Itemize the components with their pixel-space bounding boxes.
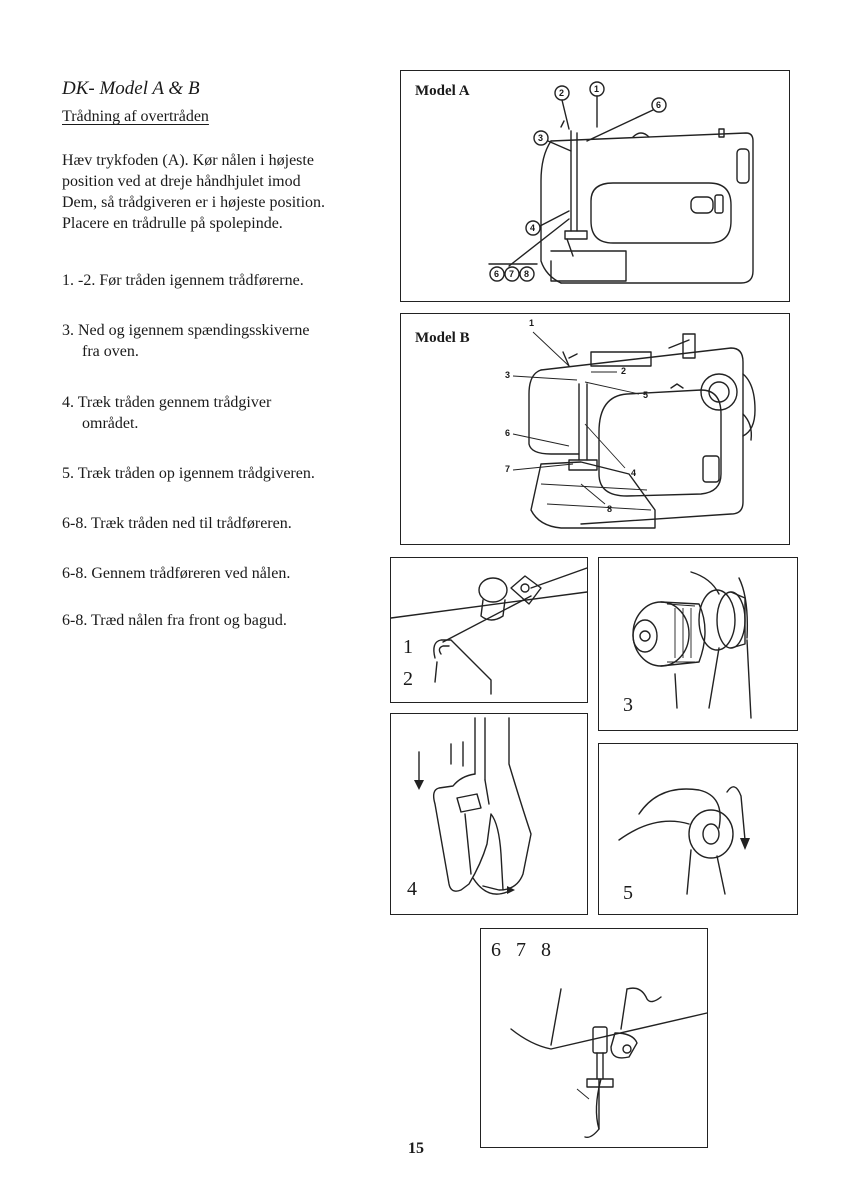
detail-figure-5: 5 (598, 743, 798, 915)
step-text-cont: området. (82, 415, 139, 432)
step-text: 6-8. Træk tråden ned til trådføreren. (62, 515, 292, 532)
detail-figure-4: 4 (390, 713, 588, 915)
take-up-lever-illustration (618, 786, 750, 895)
detail-2-label: 2 (403, 668, 413, 690)
model-b-callout: 2 (621, 366, 627, 376)
intro-line: position ved at dreje håndhjulet imod (62, 173, 301, 190)
intro-line: Placere en trådrulle på spolepinde. (62, 215, 283, 232)
intro-line: Dem, så trådgiveren er i højeste positio… (62, 194, 326, 211)
model-a-callout: 2 (559, 88, 565, 98)
step-text: 4. Træk tråden gennem trådgiver (62, 394, 272, 411)
model-b-illustration (528, 333, 756, 529)
detail-1-label: 1 (403, 636, 413, 658)
model-a-callout: 3 (538, 133, 544, 143)
model-a-callouts (488, 81, 667, 282)
step-6-8-c: 6-8. Træd nålen fra front og bagud. (62, 610, 382, 631)
detail-3-label: 3 (623, 694, 633, 716)
step-text: 1. -2. Før tråden igennem trådførerne. (62, 272, 304, 289)
intro-line: Hæv trykfoden (A). Kør nålen i højeste (62, 152, 314, 169)
intro-paragraph: Hæv trykfoden (A). Kør nålen i højeste p… (62, 150, 402, 234)
step-text: 3. Ned og igennem spændingsskiverne (62, 322, 310, 339)
model-a-callout: 6 (494, 269, 500, 279)
detail-6-7-8-label: 6 7 8 (491, 939, 551, 961)
take-up-area-illustration (414, 717, 532, 895)
needle-threading-illustration (510, 987, 708, 1139)
section-subtitle: Trådning af overtråden (62, 108, 209, 125)
detail-4-label: 4 (407, 878, 417, 900)
step-4: 4. Træk tråden gennem trådgiver området. (62, 392, 382, 434)
model-a-figure: Model A 2 1 6 3 4 6 7 8 (400, 70, 790, 302)
page-number: 15 (408, 1140, 424, 1157)
step-3: 3. Ned og igennem spændingsskiverne fra … (62, 320, 382, 362)
tension-dial-illustration (632, 571, 752, 719)
page-title: DK- Model A & B (62, 78, 200, 99)
model-b-callout: 1 (529, 318, 535, 328)
model-a-callout: 7 (509, 269, 515, 279)
model-a-callout: 4 (530, 223, 536, 233)
step-text: 6-8. Gennem trådføreren ved nålen. (62, 565, 291, 582)
model-b-callout: 8 (607, 504, 613, 514)
model-a-callout: 1 (594, 84, 600, 94)
thread-guide-1-2-illustration (390, 567, 588, 695)
model-b-callouts (512, 331, 640, 505)
step-6-8-b: 6-8. Gennem trådføreren ved nålen. (62, 563, 382, 584)
step-5: 5. Træk tråden op igennem trådgiveren. (62, 463, 382, 484)
step-6-8-a: 6-8. Træk tråden ned til trådføreren. (62, 513, 382, 534)
model-b-callout: 7 (505, 464, 511, 474)
step-1-2: 1. -2. Før tråden igennem trådførerne. (62, 270, 382, 291)
detail-figure-3: 3 (598, 557, 798, 731)
model-b-callout: 6 (505, 428, 511, 438)
step-text: 5. Træk tråden op igennem trådgiveren. (62, 465, 315, 482)
detail-figure-6-7-8: 6 7 8 (480, 928, 708, 1148)
model-b-callout: 3 (505, 370, 511, 380)
step-text: 6-8. Træd nålen fra front og bagud. (62, 612, 287, 629)
model-a-illustration (540, 120, 754, 284)
model-b-callout: 4 (631, 468, 637, 478)
detail-5-label: 5 (623, 882, 633, 904)
model-a-callout: 6 (656, 100, 662, 110)
step-text-cont: fra oven. (82, 343, 139, 360)
model-a-callout: 8 (524, 269, 530, 279)
model-b-figure: Model B 1 2 3 4 5 6 7 8 (400, 313, 790, 545)
detail-figure-1-2: 1 2 (390, 557, 588, 703)
model-b-label: Model B (415, 330, 470, 346)
model-a-label: Model A (415, 83, 470, 99)
model-b-callout: 5 (643, 390, 649, 400)
